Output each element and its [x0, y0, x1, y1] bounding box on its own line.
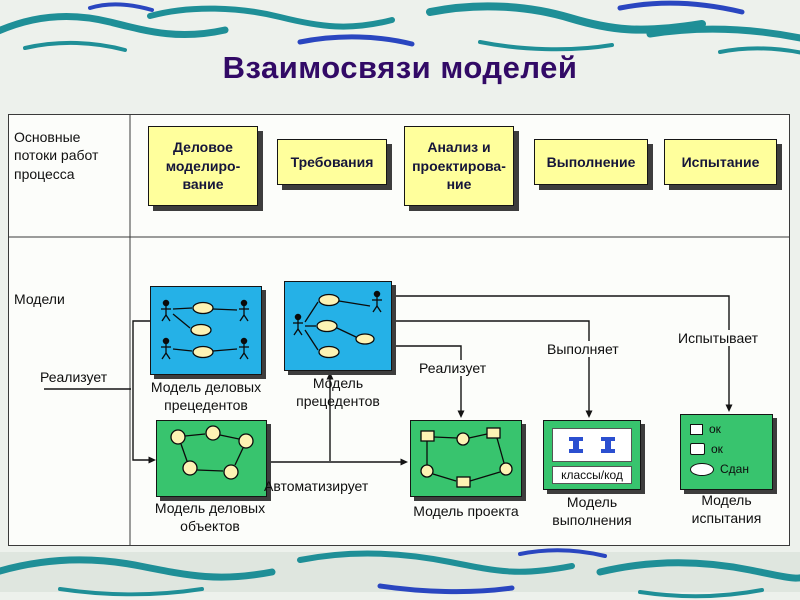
component-icon — [601, 437, 615, 453]
object-circle-icon — [420, 464, 434, 478]
actor-icon — [239, 299, 249, 322]
usecase-model-box — [284, 281, 392, 371]
implementation-model-box: классы/код — [543, 420, 641, 490]
checkbox-icon — [690, 423, 703, 435]
object-circle-icon — [205, 425, 221, 441]
design-model-box — [410, 420, 522, 497]
object-circle-icon — [182, 460, 198, 476]
business-object-model-label: Модель деловых объектов — [154, 500, 266, 535]
usecase-ellipse-icon — [318, 293, 340, 307]
brush-strokes — [0, 548, 800, 599]
usecase-ellipse-icon — [316, 319, 338, 333]
phase-analysis-design: Анализ и проектирова- ние — [404, 126, 514, 206]
usecase-ellipse-icon — [192, 345, 214, 359]
actor-icon — [293, 313, 303, 336]
checkbox-icon — [690, 443, 705, 455]
test-item: Сдан — [690, 462, 763, 476]
bottom-wash — [0, 552, 800, 592]
design-model-label: Модель проекта — [413, 503, 519, 519]
object-circle-icon — [170, 429, 186, 445]
test-item-label: ок — [709, 422, 721, 436]
oval-icon — [690, 462, 714, 476]
implementation-model-label: Модель выполнения — [552, 494, 632, 529]
models-row-label: Модели — [14, 291, 65, 307]
business-usecase-model-box — [150, 286, 262, 375]
test-item-label: ок — [711, 442, 723, 456]
usecase-ellipse-icon — [190, 323, 212, 337]
bottom-decoration — [0, 548, 800, 599]
phase-business-modeling: Деловое моделиро- вание — [148, 126, 258, 206]
actor-icon — [239, 337, 249, 360]
usecase-ellipse-icon — [192, 301, 214, 315]
actor-icon — [161, 299, 171, 322]
object-circle-icon — [456, 432, 470, 446]
relation-realizes-left: Реализует — [40, 369, 108, 385]
object-circle-icon — [223, 464, 239, 480]
phase-implementation: Выполнение — [534, 139, 648, 185]
class-rect-icon — [486, 427, 501, 439]
actor-icon — [161, 337, 171, 360]
brush-strokes — [0, 0, 800, 55]
usecase-ellipse-icon — [318, 345, 340, 359]
business-object-model-box — [156, 420, 267, 497]
usecase-model-label: Модель прецедентов — [296, 375, 380, 410]
components-panel — [552, 428, 632, 462]
classes-code-caption: классы/код — [552, 466, 632, 484]
object-circle-icon — [238, 433, 254, 449]
phase-testing: Испытание — [664, 139, 777, 185]
usecase-ellipse-icon — [355, 333, 375, 345]
business-object-doodle — [170, 425, 254, 480]
relation-executes: Выполняет — [545, 341, 621, 357]
business-usecase-model-label: Модель деловых прецедентов — [150, 379, 262, 414]
usecase-doodle — [293, 290, 382, 359]
class-rect-icon — [456, 476, 471, 488]
actor-icon — [372, 290, 382, 313]
test-items: ок ок Сдан — [681, 415, 772, 483]
object-circle-icon — [499, 462, 513, 476]
phase-requirements: Требования — [277, 139, 387, 185]
relation-tests: Испытывает — [676, 330, 760, 346]
business-usecase-doodle — [161, 299, 249, 360]
page-title: Взаимосвязи моделей — [222, 50, 578, 85]
test-item-label: Сдан — [720, 462, 749, 476]
test-model-label: Модель испытания — [691, 492, 762, 527]
relation-automates: Автоматизирует — [264, 478, 369, 494]
workflows-row-label: Основные потоки работ процесса — [14, 129, 99, 182]
test-item: ок — [690, 422, 763, 436]
class-rect-icon — [420, 430, 435, 442]
design-doodle — [420, 427, 513, 488]
component-icon — [569, 437, 583, 453]
test-model-box: ок ок Сдан — [680, 414, 773, 490]
test-item: ок — [690, 442, 763, 456]
relation-realizes-mid: Реализует — [417, 360, 489, 376]
